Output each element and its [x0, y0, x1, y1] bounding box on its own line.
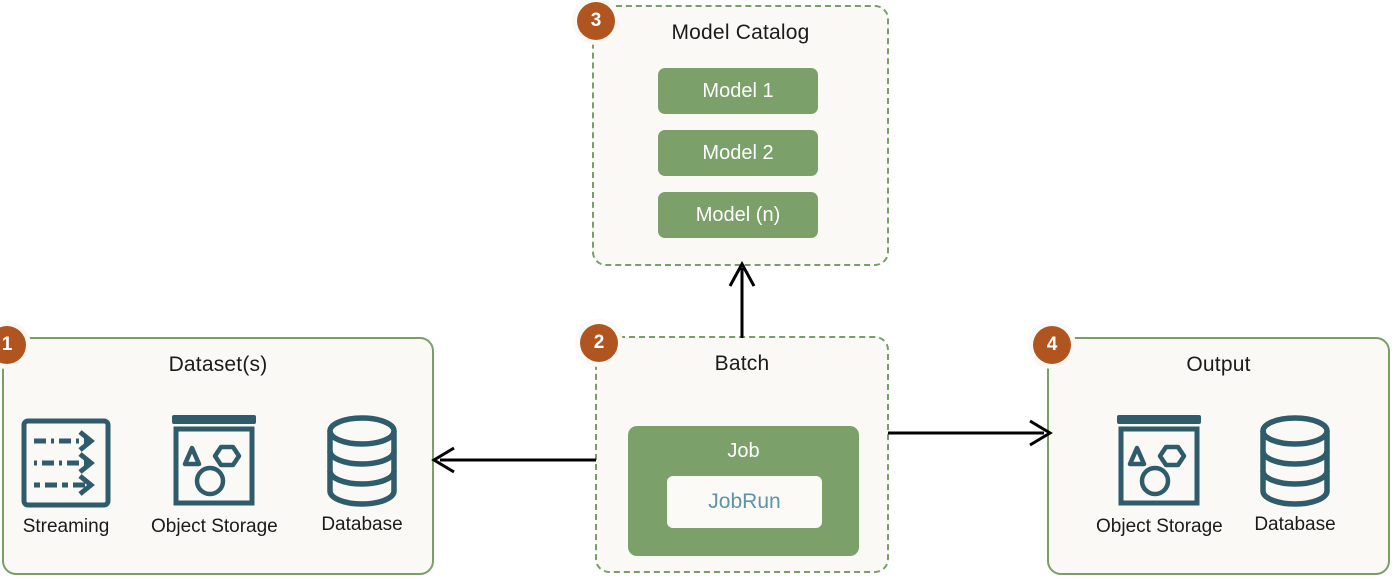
- database-caption: Database: [1254, 514, 1336, 535]
- model-catalog-box[interactable]: 3 Model Catalog Model 1 Model 2 Model (n…: [577, 2, 889, 266]
- output-box[interactable]: 4 Output Object Storage Database: [1033, 326, 1390, 575]
- batch-box[interactable]: 2 Batch Job JobRun: [580, 324, 889, 573]
- batch-to-output-arrow: [888, 419, 1053, 447]
- step-badge-2: 2: [580, 324, 618, 362]
- database-caption: Database: [321, 514, 403, 535]
- object-storage-caption: Object Storage: [1096, 516, 1223, 537]
- object-storage-caption: Object Storage: [151, 516, 278, 537]
- job-card[interactable]: Job JobRun: [628, 426, 859, 556]
- datasets-icon-object-storage[interactable]: Object Storage: [151, 411, 278, 538]
- model-pill-1[interactable]: Model 1: [658, 68, 818, 114]
- batch-to-datasets-arrow: [431, 446, 596, 474]
- streaming-caption: Streaming: [22, 516, 110, 537]
- batch-title: Batch: [714, 352, 770, 375]
- output-title: Output: [1186, 353, 1251, 376]
- jobrun-pill[interactable]: JobRun: [667, 476, 822, 528]
- model-catalog-title: Model Catalog: [671, 21, 810, 44]
- job-label: Job: [727, 440, 760, 462]
- database-icon: [1260, 415, 1330, 507]
- output-icon-object-storage[interactable]: Object Storage: [1096, 411, 1223, 538]
- object-storage-icon: [1117, 415, 1202, 506]
- step-badge-1: 1: [0, 326, 26, 364]
- model-pill-2[interactable]: Model 2: [658, 130, 818, 176]
- datasets-box[interactable]: 1 Dataset(s) Streaming: [0, 326, 434, 575]
- object-storage-icon: [172, 415, 257, 506]
- datasets-title: Dataset(s): [168, 353, 268, 376]
- step-badge-3: 3: [577, 2, 615, 40]
- streaming-icon: [21, 418, 111, 508]
- datasets-icon-streaming[interactable]: Streaming: [18, 415, 114, 538]
- output-icon-database[interactable]: Database: [1249, 413, 1341, 536]
- model-pill-n[interactable]: Model (n): [658, 192, 818, 238]
- batch-to-model-catalog-arrow: [728, 260, 756, 338]
- step-badge-4: 4: [1033, 326, 1071, 364]
- database-icon: [327, 415, 397, 507]
- datasets-icon-database[interactable]: Database: [316, 413, 408, 536]
